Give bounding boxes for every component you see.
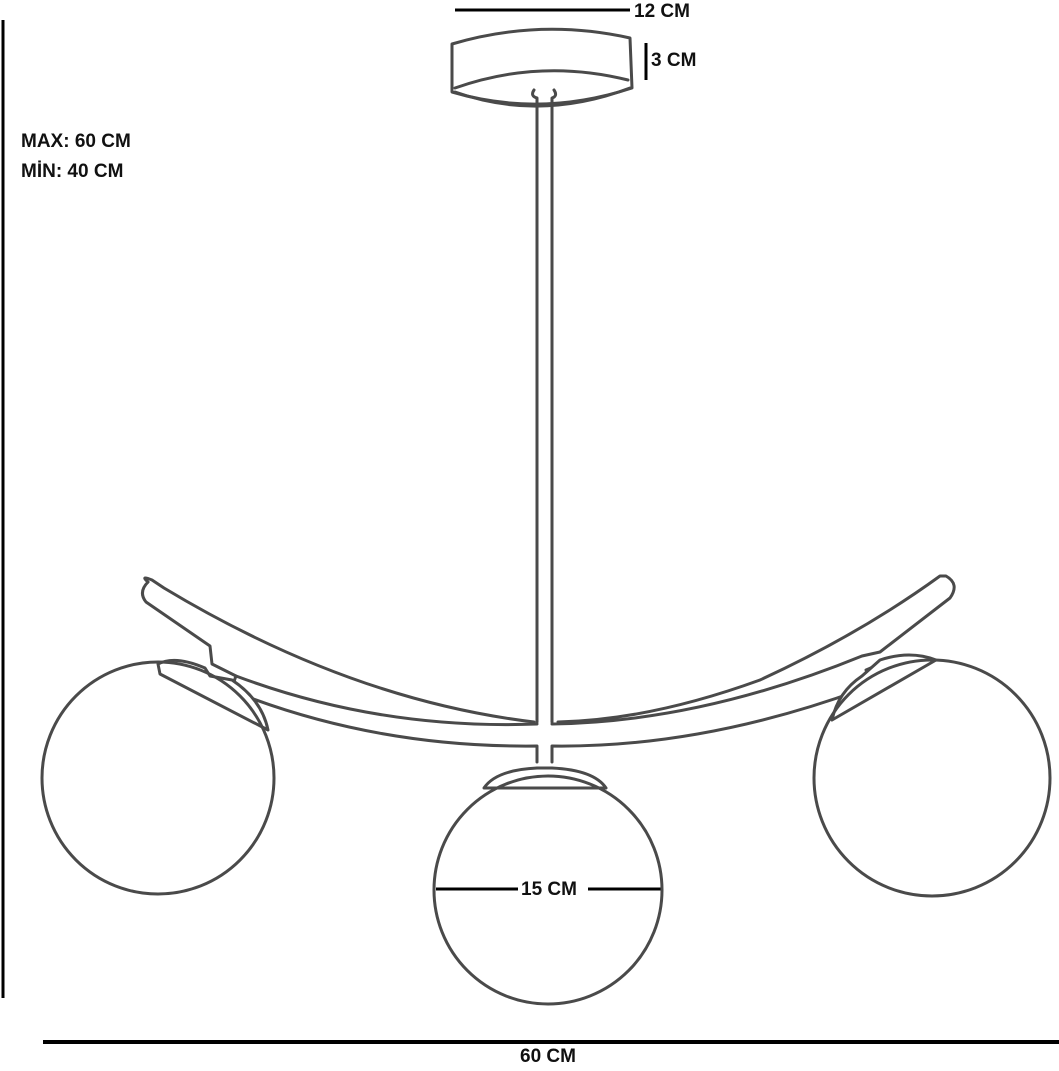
total-width-label: 60 CM bbox=[520, 1046, 576, 1067]
lamp-outline bbox=[40, 27, 1052, 1006]
right-globe bbox=[812, 658, 1052, 898]
center-globe-holder bbox=[482, 766, 608, 790]
dimension-lines bbox=[1, 8, 1059, 1044]
left-globe bbox=[40, 660, 276, 896]
arm-upper-edge bbox=[141, 580, 539, 727]
left-globe-holder bbox=[156, 658, 270, 732]
height-min-label: MİN: 40 CM bbox=[21, 161, 124, 182]
right-globe-holder bbox=[830, 653, 938, 722]
ceiling-canopy bbox=[450, 27, 634, 108]
canopy-height-label: 3 CM bbox=[651, 50, 697, 71]
center-globe bbox=[432, 774, 664, 1006]
vertical-rod bbox=[531, 88, 558, 724]
globe-diameter-label: 15 CM bbox=[520, 879, 578, 900]
height-max-label: MAX: 60 CM bbox=[21, 131, 131, 152]
canopy-width-label: 12 CM bbox=[634, 1, 690, 22]
